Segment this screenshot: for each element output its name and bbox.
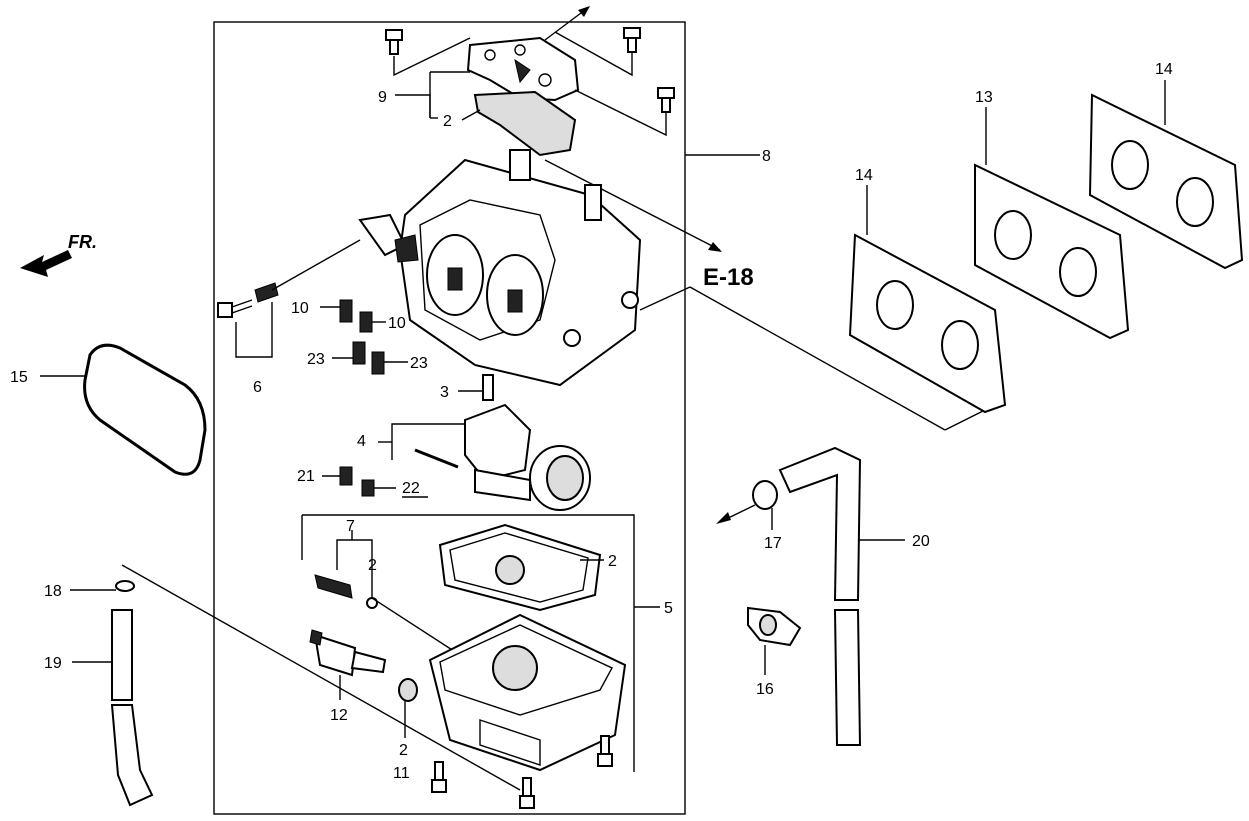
callout-6: 6: [253, 379, 262, 396]
float-chamber-body: [428, 613, 627, 772]
carburetor-body: [358, 149, 642, 387]
callout-21: 21: [297, 468, 315, 485]
fuel-cut-solenoid: [309, 629, 387, 677]
fuel-tube-19: [111, 609, 133, 701]
hose-clip-18: [115, 580, 135, 592]
callout-23-right: 23: [410, 355, 428, 372]
reference-code-e18: E-18: [703, 264, 754, 291]
slow-jet-23a: [352, 341, 366, 365]
top-screw-left: [385, 29, 403, 55]
pilot-screw-and-spring: [217, 282, 279, 318]
callout-13: 13: [975, 89, 993, 106]
callout-2-gasket: 2: [608, 553, 617, 570]
screw-22: [361, 479, 375, 497]
float-valve: [482, 374, 494, 401]
insulator-13: [974, 163, 1130, 340]
callout-18: 18: [44, 583, 62, 600]
front-direction-label: FR.: [68, 232, 97, 252]
callout-3: 3: [440, 384, 449, 401]
callout-14-left: 14: [855, 167, 873, 184]
breather-tube-20-upper: [778, 446, 862, 601]
insulator-gasket-14-left: [848, 233, 1007, 414]
callout-2-top: 2: [443, 113, 452, 130]
callout-12: 12: [330, 707, 348, 724]
front-direction-arrow-icon: FR.: [20, 232, 97, 277]
top-screw-far-right: [657, 87, 675, 113]
breather-tube-20-lower: [833, 609, 862, 746]
top-screw-right: [623, 27, 641, 53]
chamber-bolt-center: [519, 777, 535, 809]
callout-19: 19: [44, 655, 62, 672]
callout-10-right: 10: [388, 315, 406, 332]
callout-17: 17: [764, 535, 782, 552]
top-cover-plate: [466, 36, 580, 102]
screw-21: [339, 466, 353, 486]
callout-2-washer: 2: [399, 742, 408, 759]
callout-23-left: 23: [307, 351, 325, 368]
callout-20: 20: [912, 533, 930, 550]
callout-15: 15: [10, 369, 28, 386]
main-jet-10b: [359, 311, 373, 333]
drain-screw-assembly: [314, 574, 378, 609]
main-assembly-frame: [213, 21, 686, 815]
callout-5: 5: [664, 600, 673, 617]
o-ring-15: [83, 343, 207, 476]
main-jet-10a: [339, 299, 353, 323]
callout-16: 16: [756, 681, 774, 698]
slow-jet-23b: [371, 351, 385, 375]
chamber-bolt-right: [597, 735, 613, 767]
callout-9: 9: [378, 89, 387, 106]
callout-10-left: 10: [291, 300, 309, 317]
tube-clip-16: [747, 606, 802, 647]
callout-11: 11: [393, 765, 410, 782]
hose-clip-17: [752, 480, 778, 510]
callout-2-drain: 2: [368, 557, 377, 574]
callout-4: 4: [357, 433, 366, 450]
float-assembly: [414, 403, 591, 511]
float-chamber-frame: [302, 514, 635, 772]
callout-22: 22: [402, 480, 420, 497]
washer-2: [398, 678, 418, 702]
chamber-bolt-11: [431, 761, 447, 793]
callout-14-right: 14: [1155, 61, 1173, 78]
fuel-tube-19-lower: [110, 704, 154, 807]
callout-7: 7: [346, 518, 355, 535]
insulator-gasket-14-right: [1088, 93, 1244, 270]
top-gasket: [473, 90, 577, 157]
callout-8: 8: [762, 148, 771, 165]
